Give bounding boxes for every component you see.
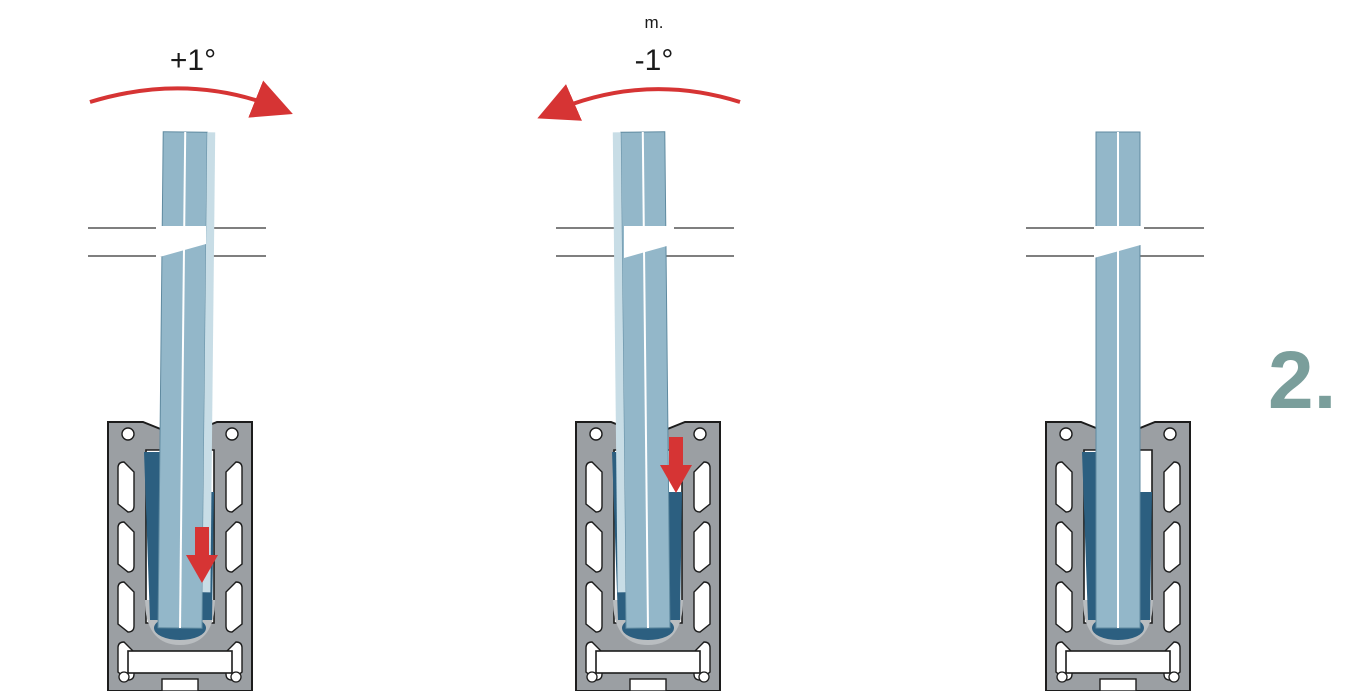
wedge-right	[1138, 492, 1152, 620]
glass-pane	[1095, 131, 1141, 629]
angle-label-plus: +1°	[169, 44, 217, 77]
glass-interlayer	[641, 132, 649, 629]
step-number: 2.	[1268, 335, 1337, 426]
rotation-arrow-icon	[89, 80, 293, 118]
profile-chamber-right	[1163, 461, 1181, 513]
profile-hook	[225, 427, 239, 441]
profile-chamber-left	[117, 461, 135, 513]
glass-ghost-edge	[612, 132, 626, 593]
glass-interlayer	[179, 132, 187, 629]
rotation-arrow-icon	[537, 84, 741, 121]
profile-hook	[589, 427, 603, 441]
down-arrow-icon	[660, 465, 692, 493]
profile-chamber-left	[585, 461, 603, 513]
profile-hook	[230, 671, 242, 683]
glass-ghost-edge	[202, 132, 216, 593]
glass-pane	[157, 131, 216, 629]
profile-chamber-left	[117, 521, 135, 573]
profile-chamber-left	[1055, 461, 1073, 513]
angle-label-minus: -1°	[634, 44, 674, 77]
profile-hook	[1163, 427, 1177, 441]
profile-chamber-right	[1163, 521, 1181, 573]
profile-bottom-slot	[127, 650, 233, 674]
profile-chamber-right	[693, 521, 711, 573]
profile-chamber-left	[1055, 521, 1073, 573]
push-arrow-shaft	[195, 527, 209, 557]
profile-bottom-slot	[595, 650, 701, 674]
profile-hook	[118, 671, 130, 683]
profile-chamber-right	[693, 461, 711, 513]
profile-bottom-slot	[1065, 650, 1171, 674]
profile-chamber-right	[225, 461, 243, 513]
unit-label: m.	[644, 13, 664, 32]
panel-tilt-minus	[537, 84, 741, 692]
break-notch	[624, 226, 674, 258]
profile-chamber-left	[117, 581, 135, 633]
break-notch	[156, 226, 206, 258]
profile-chamber-left	[585, 581, 603, 633]
profile-chamber-right	[1163, 581, 1181, 633]
panel-tilt-plus	[88, 80, 293, 692]
profile-hook	[693, 427, 707, 441]
down-arrow-icon	[186, 555, 218, 583]
profile-hook	[1059, 427, 1073, 441]
profile-chamber-left	[1055, 581, 1073, 633]
profile-hook	[1168, 671, 1180, 683]
profile-hook	[698, 671, 710, 683]
profile-foot-slot	[1099, 678, 1137, 692]
profile-chamber-right	[225, 521, 243, 573]
profile-chamber-right	[225, 581, 243, 633]
push-arrow-shaft	[669, 437, 683, 467]
profile-foot-slot	[161, 678, 199, 692]
profile-hook	[586, 671, 598, 683]
profile-chamber-left	[585, 521, 603, 573]
profile-hook	[1056, 671, 1068, 683]
profile-chamber-right	[693, 581, 711, 633]
wedge-left	[1082, 452, 1098, 620]
panel-neutral	[1026, 131, 1204, 692]
wedge-right	[668, 492, 682, 620]
break-notch	[1094, 226, 1144, 258]
wedge-left	[144, 452, 160, 620]
profile-hook	[121, 427, 135, 441]
glass-pane	[612, 131, 671, 629]
profile-foot-slot	[629, 678, 667, 692]
